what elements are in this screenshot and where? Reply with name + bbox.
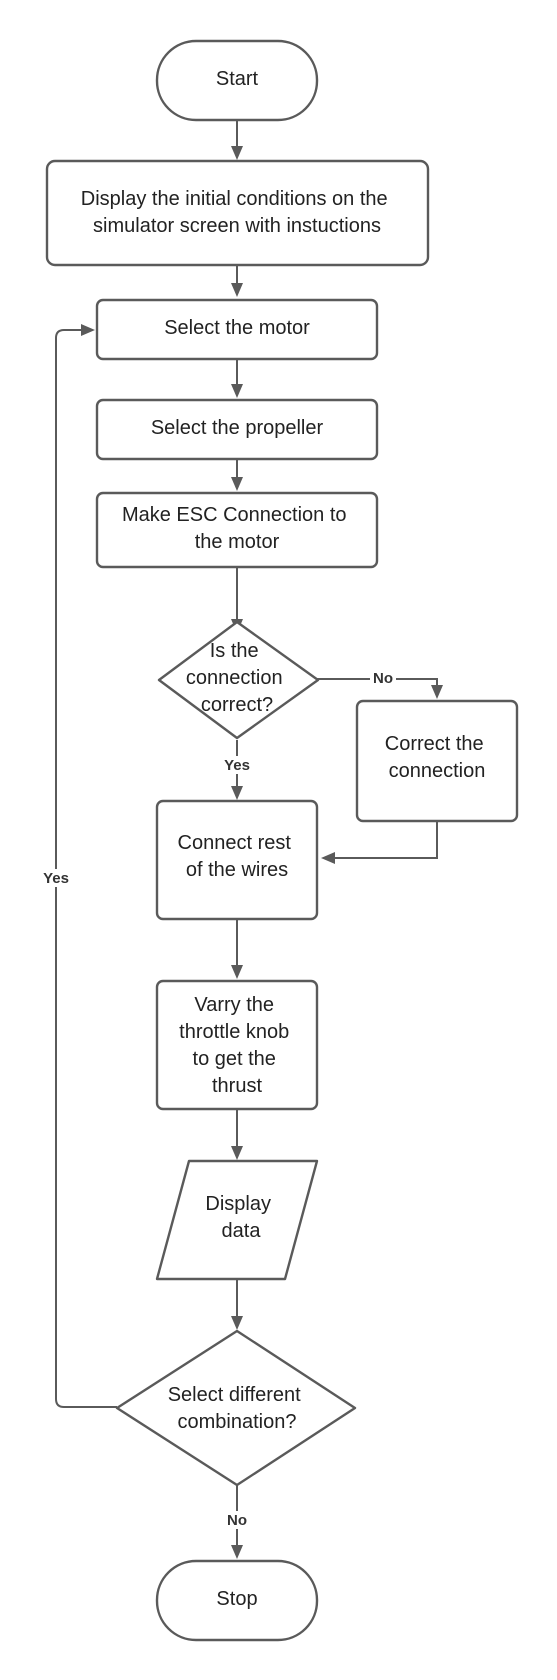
decision-connection-correct-label: Is the connection correct? — [186, 640, 288, 716]
node-vary-throttle-label: Varry the throttle knob to get the thrus… — [179, 994, 295, 1097]
node-select-propeller-label: Select the propeller — [151, 417, 324, 439]
edge-labels: No Yes Yes No — [39, 669, 396, 1529]
node-start: Start — [155, 39, 319, 122]
edge-label-connection-yes: Yes — [224, 757, 250, 774]
edge-label-different-no: No — [227, 1512, 247, 1529]
arrowhead — [231, 477, 243, 491]
edge-correct-to-connect-rest — [333, 822, 438, 859]
node-connect-rest: Connect rest of the wires — [155, 799, 319, 921]
node-select-propeller: Select the propeller — [95, 398, 379, 461]
node-select-motor: Select the motor — [95, 298, 379, 361]
arrowhead — [321, 852, 335, 864]
node-display-data-label: Display data — [205, 1193, 276, 1242]
edge-decision-yes-loop-to-motor — [55, 329, 117, 1408]
arrowhead — [231, 1316, 243, 1330]
node-start-label: Start — [216, 68, 259, 90]
decision-select-different: Select different combination? — [115, 1329, 357, 1487]
node-vary-throttle: Varry the throttle knob to get the thrus… — [155, 979, 319, 1111]
arrowhead — [231, 146, 243, 160]
node-stop-label: Stop — [216, 1588, 257, 1610]
arrowhead — [231, 283, 243, 297]
node-esc-connection: Make ESC Connection to the motor — [95, 491, 379, 569]
node-correct-the-connection-label: Correct the connection — [385, 733, 490, 782]
edge-decision-no-to-correct — [316, 678, 438, 686]
node-display-initial-conditions: Display the initial conditions on the si… — [45, 159, 430, 267]
decision-select-different-label: Select different combination? — [168, 1384, 307, 1433]
node-correct-the-connection: Correct the connection — [355, 699, 519, 823]
node-connect-rest-label: Connect rest of the wires — [178, 832, 297, 881]
arrowhead — [231, 1545, 243, 1559]
node-select-motor-label: Select the motor — [164, 317, 310, 339]
node-display-initial-conditions-label: Display the initial conditions on the si… — [81, 188, 393, 237]
arrowhead — [231, 965, 243, 979]
arrowhead — [231, 786, 243, 800]
decision-connection-correct: Is the connection correct? — [157, 620, 320, 740]
arrowhead — [431, 685, 443, 699]
arrowhead — [231, 1146, 243, 1160]
arrowhead — [81, 324, 95, 336]
edge-label-connection-no: No — [373, 670, 393, 687]
node-display-data: Display data — [155, 1159, 319, 1281]
node-stop: Stop — [155, 1559, 319, 1642]
node-esc-connection-label: Make ESC Connection to the motor — [122, 504, 352, 553]
arrowhead — [231, 384, 243, 398]
edge-label-different-yes: Yes — [43, 870, 69, 887]
